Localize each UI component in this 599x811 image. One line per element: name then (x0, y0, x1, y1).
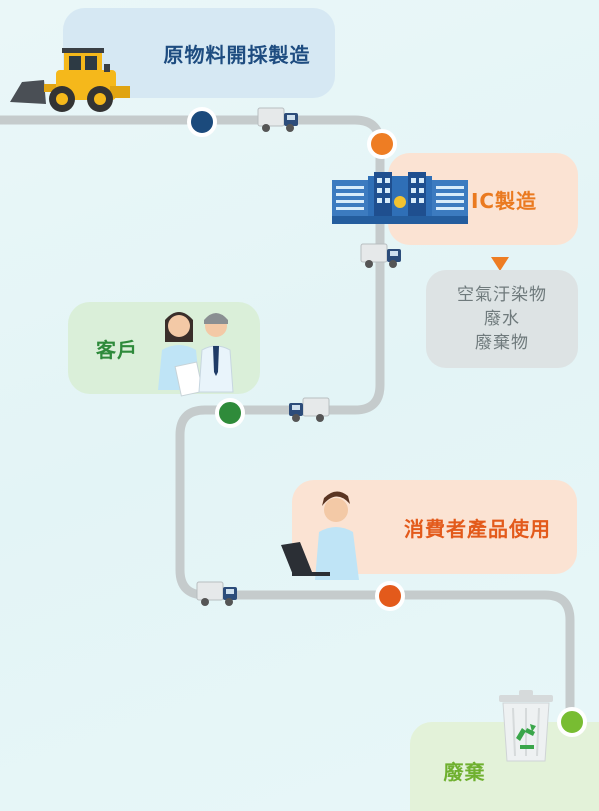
node-dot-lime (557, 707, 587, 737)
node-dot-orange (367, 129, 397, 159)
step-ic-manufacturing: IC製造 (388, 153, 578, 245)
step-disposal-label: 廢棄 (443, 760, 486, 784)
node-dot-green (215, 398, 245, 428)
node-dot-deep-orange (375, 581, 405, 611)
truck-icon-4 (196, 581, 237, 606)
step-customer-label: 客戶 (96, 337, 138, 362)
step-consumer-label: 消費者產品使用 (404, 516, 551, 541)
byproduct-water: 廢水 (484, 309, 520, 329)
step-ic-label: IC製造 (470, 188, 538, 213)
byproducts-card: 空氣汙染物 廢水 廢棄物 (426, 270, 578, 368)
step-disposal: 廢棄 (410, 722, 599, 811)
step-raw-material-label: 原物料開採製造 (163, 42, 311, 67)
truck-icon-2 (360, 243, 401, 268)
truck-icon-1 (257, 107, 298, 132)
node-dot-navy (187, 107, 217, 137)
byproduct-waste: 廢棄物 (475, 333, 529, 353)
truck-icon-3 (289, 397, 330, 422)
step-consumer-use: 消費者產品使用 (292, 480, 577, 574)
byproduct-air: 空氣汙染物 (457, 285, 547, 305)
